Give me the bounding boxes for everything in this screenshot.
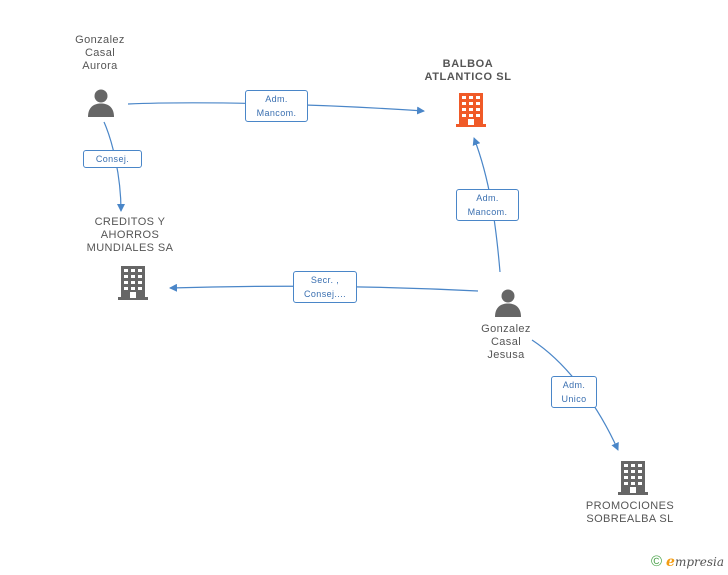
- edge-label-line: Adm.: [265, 94, 288, 104]
- building-icon-balboa[interactable]: [456, 93, 486, 127]
- building-icon-promociones[interactable]: [618, 461, 648, 495]
- node-label-line: Casal: [490, 336, 522, 348]
- edge-label-line: Consej....: [303, 289, 347, 299]
- node-label-line: Jesusa: [487, 349, 525, 361]
- copyright-icon: ©: [650, 553, 663, 570]
- person-icon-jesusa[interactable]: [495, 289, 521, 318]
- node-label-line: CREDITOS Y: [94, 216, 166, 228]
- edge-label-line: Mancom.: [256, 108, 297, 118]
- node-label-creditos[interactable]: CREDITOS Y AHORROS MUNDIALES SA: [70, 216, 190, 255]
- edge-label-line: Secr. ,: [310, 275, 340, 285]
- building-icon-creditos[interactable]: [118, 266, 148, 300]
- brand-initial: e: [666, 554, 675, 570]
- brand-logo: empresia: [666, 554, 724, 570]
- edge-label-aurora-creditos[interactable]: Consej.: [83, 150, 142, 168]
- edge-label-aurora-balboa[interactable]: Adm. Mancom.: [245, 90, 308, 122]
- node-label-line: Aurora: [82, 60, 118, 72]
- node-label-gonzalez-jesusa[interactable]: Gonzalez Casal Jesusa: [456, 323, 556, 362]
- node-label-line: AHORROS: [100, 229, 160, 241]
- edge-label-line: Adm.: [476, 193, 499, 203]
- edge-label-jesusa-promociones[interactable]: Adm. Unico: [551, 376, 597, 408]
- brand-footer[interactable]: © empresia: [651, 553, 724, 571]
- node-label-line: MUNDIALES SA: [86, 242, 174, 254]
- brand-name: mpresia: [674, 555, 724, 569]
- node-label-balboa[interactable]: BALBOA ATLANTICO SL: [408, 58, 528, 84]
- node-label-line: Casal: [84, 47, 116, 59]
- edge-label-line: Mancom.: [467, 207, 508, 217]
- edge-label-jesusa-balboa[interactable]: Adm. Mancom.: [456, 189, 519, 221]
- node-label-line: ATLANTICO SL: [424, 71, 512, 83]
- node-label-line: BALBOA: [442, 58, 494, 70]
- edge-label-line: Adm.: [562, 380, 586, 390]
- edge-label-jesusa-creditos[interactable]: Secr. , Consej....: [293, 271, 357, 303]
- node-label-line: SOBREALBA SL: [586, 513, 674, 525]
- node-label-line: Gonzalez: [75, 34, 125, 46]
- edge-label-line: Consej.: [95, 154, 130, 164]
- node-label-line: PROMOCIONES: [585, 500, 675, 512]
- node-label-gonzalez-aurora[interactable]: Gonzalez Casal Aurora: [50, 34, 150, 73]
- node-label-promociones[interactable]: PROMOCIONES SOBREALBA SL: [570, 500, 690, 526]
- person-icon-aurora[interactable]: [88, 89, 114, 118]
- edge-label-line: Unico: [561, 394, 587, 404]
- node-label-line: Gonzalez: [481, 323, 531, 335]
